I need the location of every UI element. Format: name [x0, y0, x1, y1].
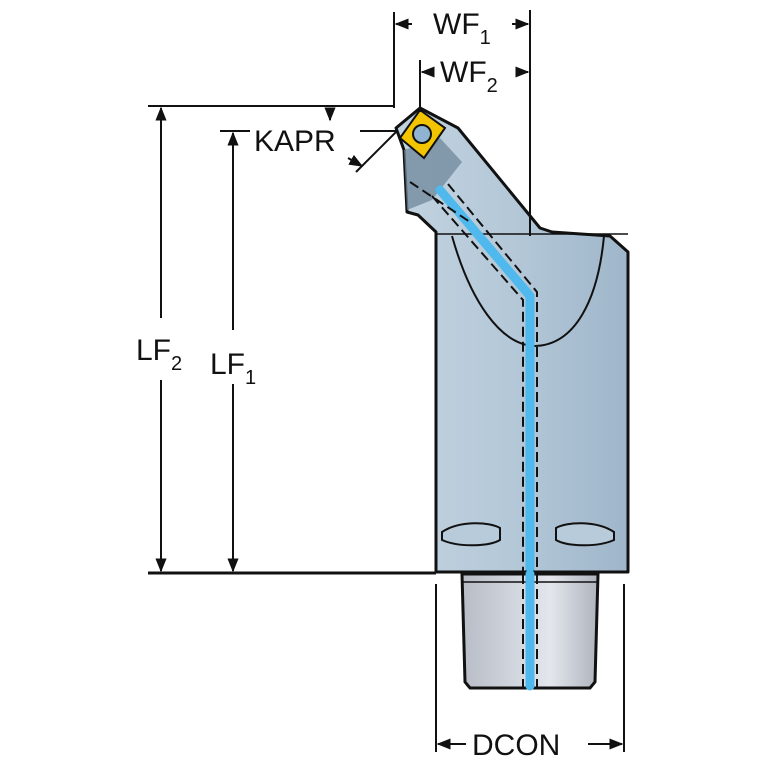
dimensions: [148, 10, 625, 752]
tool-body: [394, 106, 630, 685]
label-dcon: DCON: [472, 729, 560, 762]
pocket-curve: [451, 235, 605, 348]
insert-seat: [404, 138, 462, 210]
coolant-channel: [435, 185, 535, 685]
label-kapr: KAPR: [254, 125, 336, 158]
shank: [460, 569, 600, 691]
label-lf1: LF1: [210, 348, 256, 389]
slot-left: [441, 522, 501, 547]
coolant-channel-edge-left: [431, 195, 524, 682]
coolant-branch: [409, 181, 471, 223]
slot-right: [555, 522, 615, 547]
label-wf1: WF1: [433, 8, 491, 49]
coolant-channel-edge-right: [447, 183, 538, 682]
cutting-insert: [398, 108, 447, 160]
label-wf2: WF2: [440, 56, 498, 97]
label-lf2: LF2: [136, 334, 182, 375]
